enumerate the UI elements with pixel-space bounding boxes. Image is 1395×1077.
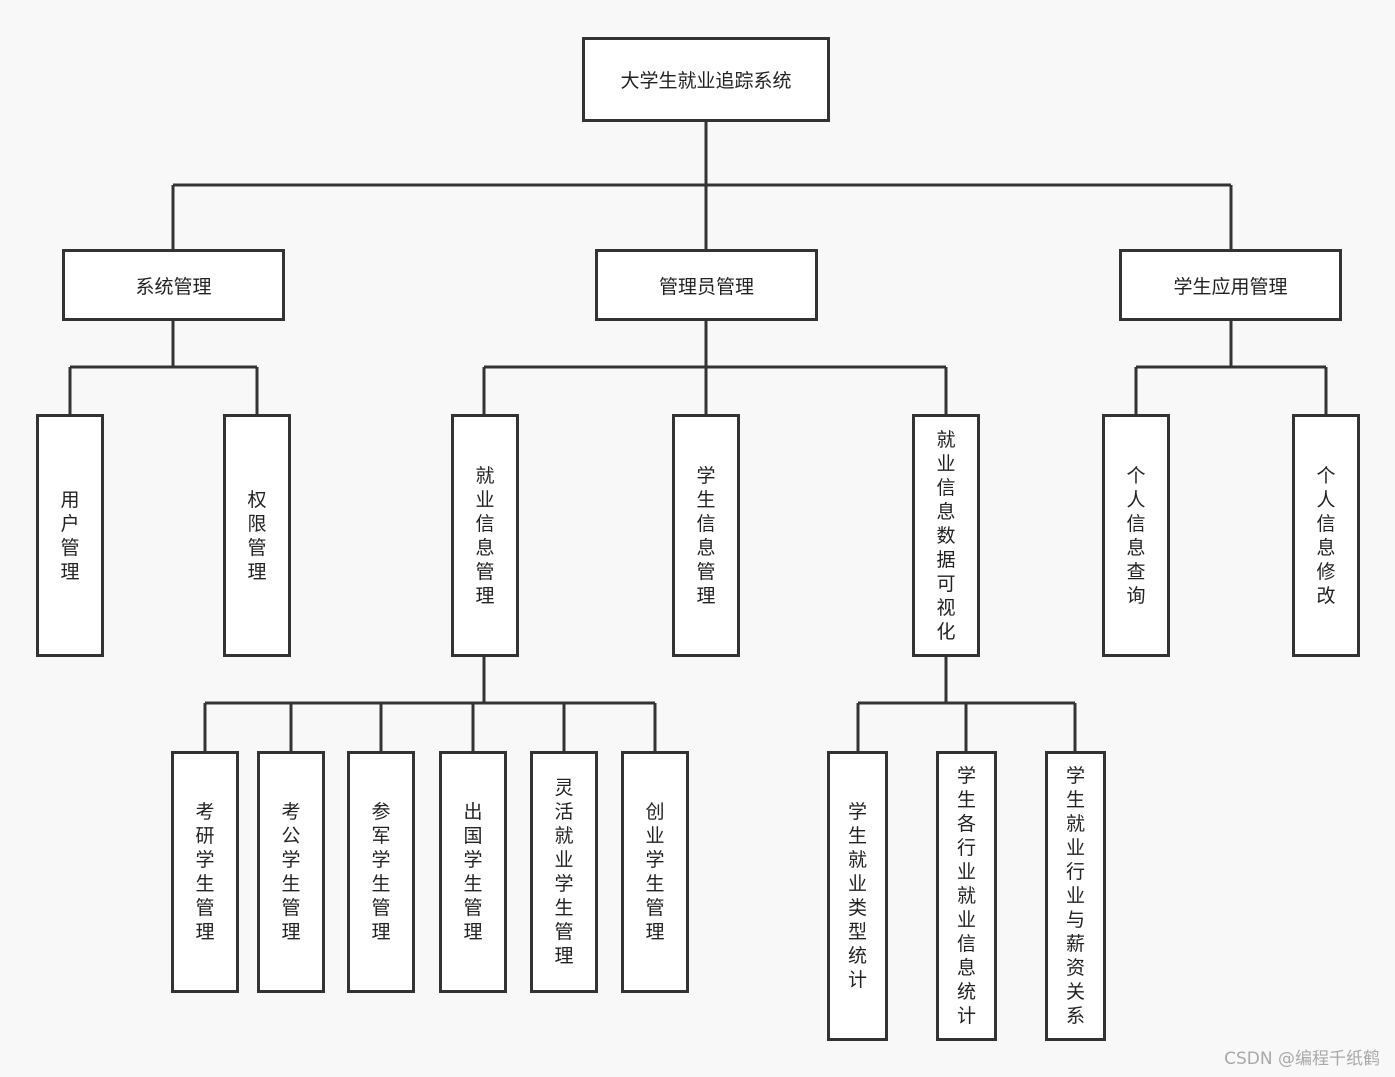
node-label: 学生就业类型统计 [847, 801, 867, 991]
node-label: 个人信息查询 [1126, 464, 1146, 607]
node-civil-service-students: 考公学生管理 [257, 751, 325, 993]
node-label: 就业信息管理 [475, 464, 495, 607]
root-label: 大学生就业追踪系统 [620, 70, 792, 92]
node-user-management: 用户管理 [36, 414, 104, 657]
node-label: 学生各行业就业信息统计 [956, 765, 976, 1027]
node-label: 管理员管理 [658, 275, 754, 298]
node-label: 考公学生管理 [281, 801, 301, 943]
watermark: CSDN @编程千纸鹤 [1224, 1049, 1380, 1069]
node-abroad-students: 出国学生管理 [439, 751, 507, 993]
node-label: 创业学生管理 [645, 801, 665, 943]
node-personal-info-query: 个人信息查询 [1102, 414, 1170, 657]
node-industry-salary-relation: 学生就业行业与薪资关系 [1045, 751, 1106, 1041]
node-postgrad-students: 考研学生管理 [171, 751, 239, 993]
node-student-app-management: 学生应用管理 [1119, 249, 1342, 321]
node-label: 学生应用管理 [1173, 275, 1288, 298]
node-student-info-management: 学生信息管理 [672, 414, 740, 657]
node-label: 个人信息修改 [1316, 464, 1336, 607]
node-label: 用户管理 [60, 488, 80, 583]
node-system-management: 系统管理 [62, 249, 285, 321]
node-label: 系统管理 [135, 275, 212, 298]
node-label: 学生就业行业与薪资关系 [1065, 765, 1085, 1027]
node-employment-info-management: 就业信息管理 [451, 414, 519, 657]
node-startup-students: 创业学生管理 [621, 751, 689, 993]
node-label: 参军学生管理 [371, 801, 391, 943]
node-industry-employment-stats: 学生各行业就业信息统计 [936, 751, 997, 1041]
node-label: 出国学生管理 [463, 801, 483, 943]
node-label: 就业信息数据可视化 [936, 428, 956, 643]
node-data-visualization: 就业信息数据可视化 [912, 414, 980, 657]
node-label: 考研学生管理 [195, 801, 215, 943]
node-personal-info-edit: 个人信息修改 [1292, 414, 1360, 657]
node-label: 权限管理 [247, 488, 267, 583]
node-label: 学生信息管理 [696, 464, 716, 607]
node-flexible-employment-students: 灵活就业学生管理 [530, 751, 598, 993]
node-military-students: 参军学生管理 [347, 751, 415, 993]
node-permission-management: 权限管理 [223, 414, 291, 657]
node-employment-type-stats: 学生就业类型统计 [827, 751, 888, 1041]
root-node: 大学生就业追踪系统 [582, 37, 830, 122]
node-admin-management: 管理员管理 [595, 249, 818, 321]
node-label: 灵活就业学生管理 [554, 777, 574, 967]
